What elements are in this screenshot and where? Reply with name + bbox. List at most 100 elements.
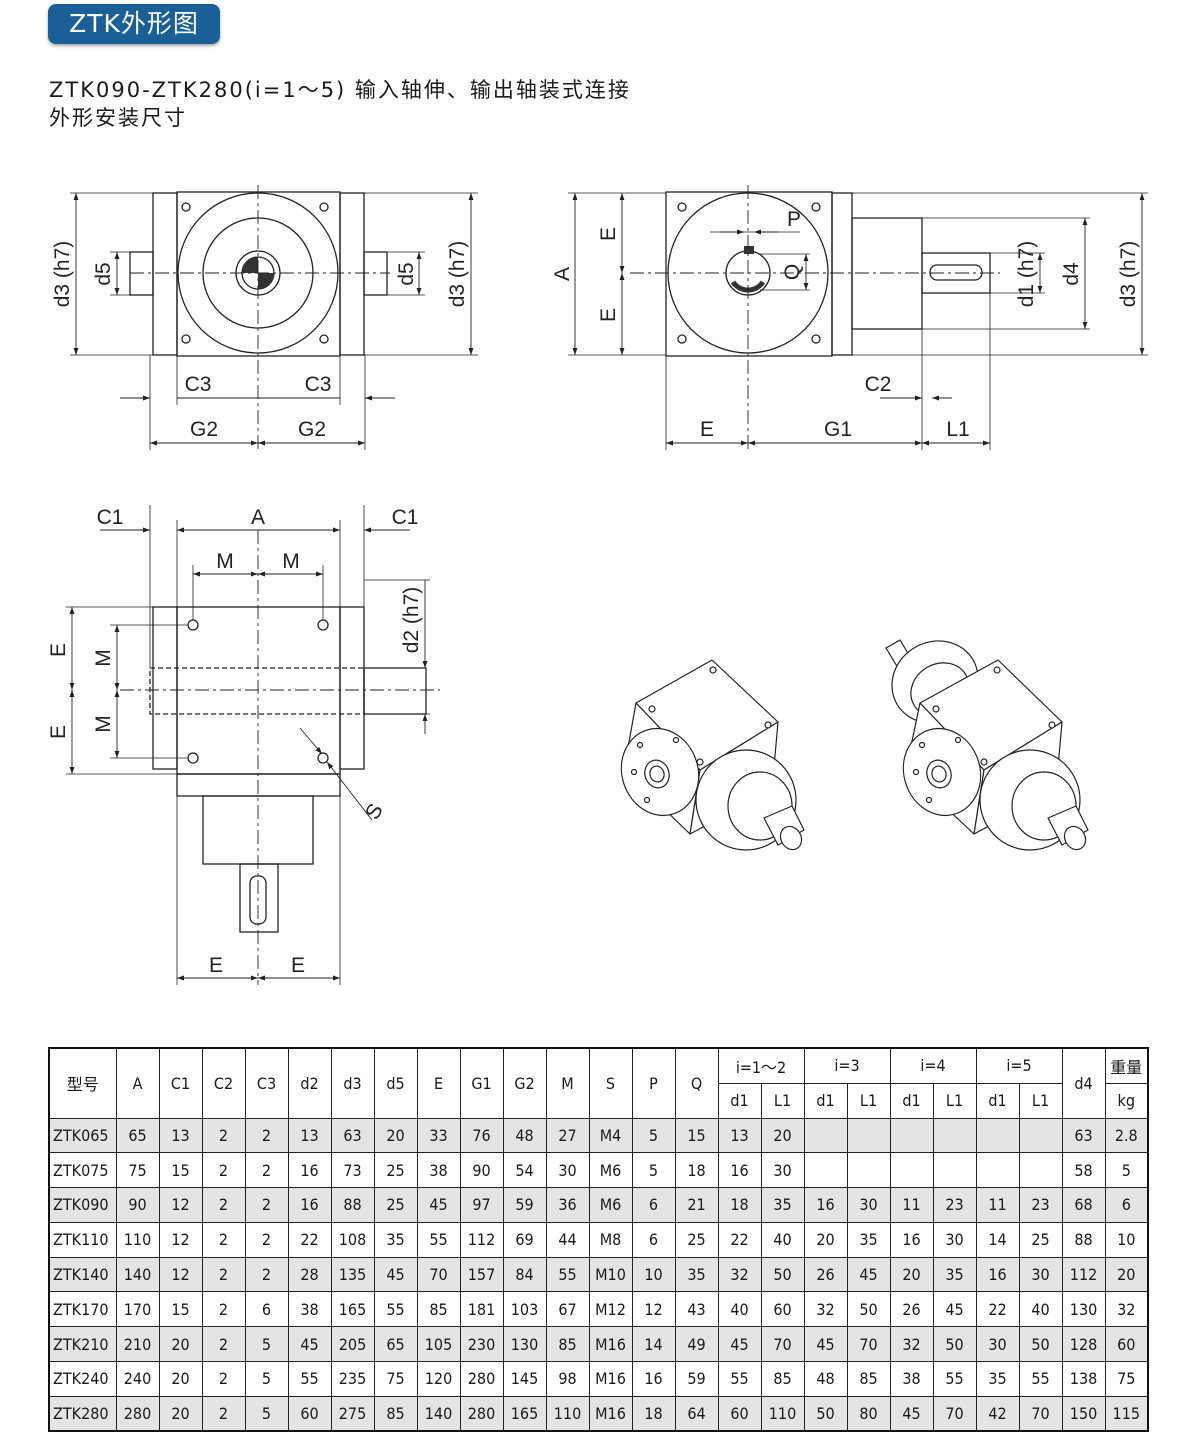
dim-c3-right: C3	[305, 373, 332, 396]
table-cell: 5	[631, 1152, 676, 1189]
table-cell: 11	[975, 1187, 1020, 1223]
table-cell: 59	[674, 1361, 719, 1397]
table-cell: 16	[803, 1187, 848, 1223]
table-cell: 110	[760, 1395, 805, 1432]
table-cell: 70	[416, 1256, 461, 1293]
header-weight: 重量	[1104, 1047, 1149, 1084]
table-cell: 165	[330, 1291, 375, 1328]
header-model: 型号	[48, 1047, 117, 1119]
dim-a-top: A	[251, 506, 265, 529]
table-cell: 32	[803, 1291, 848, 1328]
table-cell: 10	[1104, 1221, 1149, 1258]
table-cell: 55	[717, 1361, 762, 1397]
header-q: Q	[674, 1047, 719, 1119]
table-cell: 85	[373, 1395, 418, 1432]
table-cell-model: ZTK280	[48, 1395, 117, 1432]
dim-e-upper: E	[597, 227, 620, 241]
table-cell: 45	[932, 1291, 977, 1328]
table-cell: 22	[975, 1291, 1020, 1328]
table-cell: 150	[1061, 1395, 1106, 1432]
table-cell: 23	[932, 1187, 977, 1223]
table-cell: 55	[287, 1361, 332, 1397]
table-cell: 50	[932, 1326, 977, 1363]
table-cell: 60	[760, 1291, 805, 1328]
dim-d5-right: d5	[395, 262, 418, 285]
table-cell: 45	[803, 1326, 848, 1363]
table-cell: 16	[287, 1187, 332, 1223]
table-cell: 75	[115, 1152, 160, 1189]
dim-e-bottom-right: E	[291, 954, 305, 977]
table-cell: 84	[502, 1256, 547, 1293]
table-cell: 5	[244, 1326, 289, 1363]
table-cell: 33	[416, 1117, 461, 1154]
table-cell: 105	[416, 1326, 461, 1363]
header-d3: d3	[330, 1047, 375, 1119]
table-cell: 110	[545, 1395, 590, 1432]
table-cell-model: ZTK240	[48, 1361, 117, 1397]
table-cell: 18	[717, 1187, 762, 1223]
table-cell: 65	[373, 1326, 418, 1363]
table-cell: 45	[373, 1256, 418, 1293]
table-cell: 157	[459, 1256, 504, 1293]
dim-g2-left: G2	[190, 418, 218, 441]
dimension-table: 型号 A C1 C2 C3 d2 d3 d5 E G1 G2 M S P Q i…	[48, 1047, 1150, 1433]
table-cell: 80	[846, 1395, 891, 1432]
table-cell: 165	[502, 1395, 547, 1432]
table-cell-model: ZTK065	[48, 1117, 117, 1154]
dim-c2: C2	[865, 373, 892, 396]
table-cell: 35	[373, 1221, 418, 1258]
dim-d2: d2 (h7)	[400, 587, 423, 654]
dim-c3-left: C3	[185, 373, 212, 396]
table-cell: 35	[846, 1221, 891, 1258]
table-cell: 85	[760, 1361, 805, 1397]
dim-m-lower: M	[92, 715, 115, 733]
header-e: E	[416, 1047, 461, 1119]
table-cell: M12	[588, 1291, 633, 1328]
table-cell: M16	[588, 1361, 633, 1397]
table-cell: 48	[803, 1361, 848, 1397]
table-cell: 2	[244, 1117, 289, 1154]
table-cell	[889, 1152, 934, 1189]
table-cell: 20	[889, 1256, 934, 1293]
table-cell: 2	[201, 1152, 246, 1189]
table-cell	[803, 1152, 848, 1189]
header-ratio-5: i=5	[975, 1047, 1063, 1084]
table-cell: 2	[201, 1395, 246, 1432]
table-cell: 280	[459, 1395, 504, 1432]
header-s: S	[588, 1047, 633, 1119]
table-cell: 65	[115, 1117, 160, 1154]
table-cell: 2	[201, 1256, 246, 1293]
table-cell: 6	[631, 1187, 676, 1223]
table-cell: 120	[416, 1361, 461, 1397]
table-cell: 43	[674, 1291, 719, 1328]
table-cell: 20	[158, 1361, 203, 1397]
table-cell: 145	[502, 1361, 547, 1397]
table-cell-model: ZTK090	[48, 1187, 117, 1223]
table-cell: 60	[1104, 1326, 1149, 1363]
table-cell	[803, 1117, 848, 1154]
dim-c1-left: C1	[97, 506, 124, 529]
table-cell: 85	[416, 1291, 461, 1328]
table-cell: M4	[588, 1117, 633, 1154]
table-cell: 2	[201, 1291, 246, 1328]
table-cell: 30	[975, 1326, 1020, 1363]
dim-d5-left: d5	[92, 262, 115, 285]
table-cell: 170	[115, 1291, 160, 1328]
table-cell: 27	[545, 1117, 590, 1154]
table-cell: 181	[459, 1291, 504, 1328]
table-cell: 85	[545, 1326, 590, 1363]
header-ratio-1-2: i=1～2	[717, 1047, 805, 1084]
table-cell	[1018, 1117, 1063, 1154]
table-cell-model: ZTK140	[48, 1256, 117, 1293]
table-cell	[975, 1117, 1020, 1154]
header-c2: C2	[201, 1047, 246, 1119]
table-cell: 50	[846, 1291, 891, 1328]
header-l1: L1	[846, 1082, 891, 1119]
dim-c1-right: C1	[392, 506, 419, 529]
technical-drawings: d3 (h7) d5 d5 d3 (h7) C3 C3 G2 G2	[47, 185, 1148, 985]
table-cell: 26	[889, 1291, 934, 1328]
